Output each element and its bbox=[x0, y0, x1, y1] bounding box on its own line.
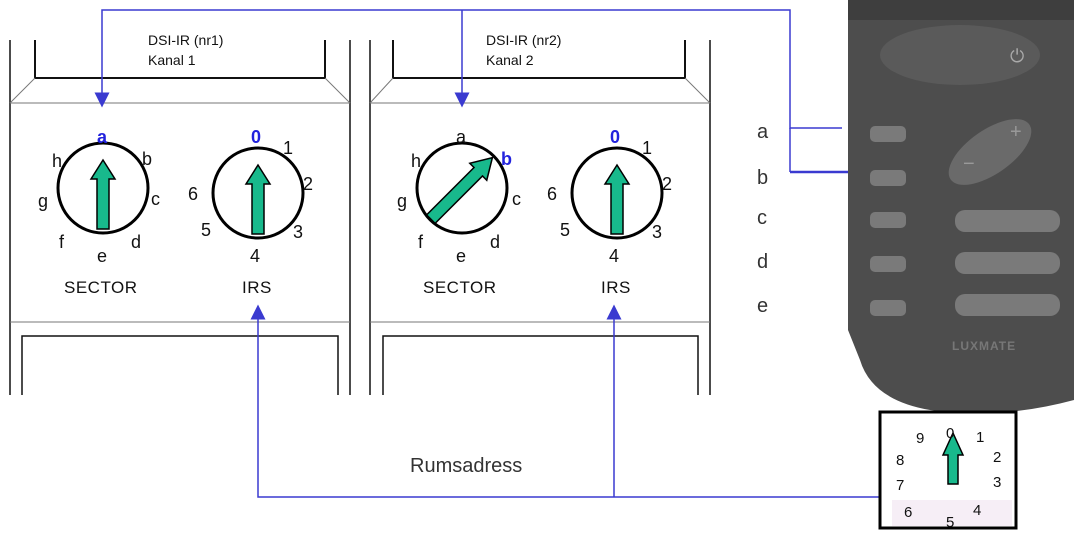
remote-scene-button-3[interactable] bbox=[955, 294, 1060, 316]
plus-icon: + bbox=[1010, 121, 1022, 143]
module-1-title: DSI-IR (nr1) bbox=[148, 32, 223, 48]
sector-dial-1: a b c d e f g h SECTOR bbox=[38, 127, 160, 297]
sector-1-label-e: e bbox=[97, 246, 107, 266]
sector-2-arrow bbox=[425, 156, 494, 225]
sector-2-label-g: g bbox=[397, 191, 407, 211]
room-digit-3: 3 bbox=[993, 474, 1001, 491]
sector-1-label-g: g bbox=[38, 191, 48, 211]
sector-1-label-b: b bbox=[142, 149, 152, 169]
irs-dial-2: 0 1 2 3 4 5 6 IRS bbox=[547, 127, 672, 297]
sector-2-caption: SECTOR bbox=[423, 278, 497, 297]
connector-lines bbox=[94, 9, 880, 498]
sector-2-label-e: e bbox=[456, 246, 466, 266]
sector-1-caption: SECTOR bbox=[64, 278, 138, 297]
room-digit-7: 7 bbox=[896, 477, 904, 494]
sector-2-label-h: h bbox=[411, 151, 421, 171]
remote-button-d[interactable] bbox=[870, 256, 906, 272]
letter-c: c bbox=[757, 207, 767, 229]
remote-scene-button-1[interactable] bbox=[955, 210, 1060, 232]
room-digit-4: 4 bbox=[973, 502, 981, 519]
power-icon: ⏻ bbox=[1010, 46, 1024, 66]
brand-logo: LUXMATE bbox=[952, 339, 1016, 353]
sector-1-label-c: c bbox=[151, 189, 160, 209]
irs-2-caption: IRS bbox=[601, 278, 631, 297]
irs-1-label-2: 2 bbox=[303, 174, 313, 194]
irs-1-label-5: 5 bbox=[201, 220, 211, 240]
irs-2-arrow bbox=[603, 163, 631, 235]
irs-1-label-4: 4 bbox=[250, 246, 260, 266]
irs-2-label-5: 5 bbox=[560, 220, 570, 240]
remote-scene-button-2[interactable] bbox=[955, 252, 1060, 274]
module-2-title: DSI-IR (nr2) bbox=[486, 32, 561, 48]
irs-2-label-0: 0 bbox=[610, 127, 620, 147]
power-button[interactable] bbox=[880, 25, 1040, 85]
dimmer-rocker[interactable] bbox=[938, 106, 1042, 197]
button-letters: a b c d e bbox=[757, 121, 769, 317]
room-digit-8: 8 bbox=[896, 452, 904, 469]
room-digit-5: 5 bbox=[946, 514, 954, 531]
room-digit-0: 0 bbox=[946, 425, 954, 442]
dsi-ir-module-2: DSI-IR (nr2) Kanal 2 a b c d e f g h SEC… bbox=[369, 32, 711, 395]
letter-b: b bbox=[757, 167, 768, 189]
irs-1-arrow bbox=[244, 163, 272, 235]
irs-2-label-2: 2 bbox=[662, 174, 672, 194]
sector-2-label-d: d bbox=[490, 232, 500, 252]
letter-a: a bbox=[757, 121, 769, 143]
room-address-arrow bbox=[941, 431, 965, 485]
sector-2-label-b: b bbox=[501, 149, 512, 169]
room-digit-2: 2 bbox=[993, 449, 1001, 466]
sector-1-label-h: h bbox=[52, 151, 62, 171]
remote-button-c[interactable] bbox=[870, 212, 906, 228]
module-2-channel: Kanal 2 bbox=[486, 52, 534, 68]
irs-2-label-6: 6 bbox=[547, 184, 557, 204]
sector-dial-2: a b c d e f g h SECTOR bbox=[397, 127, 521, 297]
room-digit-1: 1 bbox=[976, 429, 984, 446]
irs-dial-1: 0 1 2 3 4 5 6 IRS bbox=[188, 127, 313, 297]
irs-2-label-3: 3 bbox=[652, 222, 662, 242]
channel-line-a bbox=[94, 9, 842, 129]
sector-2-label-a: a bbox=[456, 127, 467, 147]
irs-2-label-4: 4 bbox=[609, 246, 619, 266]
dsi-ir-module-1: DSI-IR (nr1) Kanal 1 a b c d e f g h SEC… bbox=[9, 32, 351, 395]
minus-icon: − bbox=[963, 153, 975, 175]
irs-1-label-1: 1 bbox=[283, 138, 293, 158]
irs-2-label-1: 1 bbox=[642, 138, 652, 158]
room-address-label: Rumsadress bbox=[410, 455, 522, 477]
sector-2-label-c: c bbox=[512, 189, 521, 209]
room-address-line-1 bbox=[250, 304, 880, 498]
room-digit-6: 6 bbox=[904, 504, 912, 521]
remote-button-e[interactable] bbox=[870, 300, 906, 316]
sector-2-label-f: f bbox=[418, 232, 424, 252]
irs-1-label-3: 3 bbox=[293, 222, 303, 242]
irs-1-label-6: 6 bbox=[188, 184, 198, 204]
irs-1-caption: IRS bbox=[242, 278, 272, 297]
sector-1-label-a: a bbox=[97, 127, 108, 147]
letter-d: d bbox=[757, 251, 768, 273]
remote-button-a[interactable] bbox=[870, 126, 906, 142]
letter-e: e bbox=[757, 295, 768, 317]
irs-1-label-0: 0 bbox=[251, 127, 261, 147]
sector-1-arrow bbox=[89, 158, 117, 230]
module-1-channel: Kanal 1 bbox=[148, 52, 196, 68]
room-address-dial: 0 1 2 3 4 5 6 7 8 9 bbox=[878, 410, 1018, 531]
sector-1-label-f: f bbox=[59, 232, 65, 252]
remote-button-b[interactable] bbox=[870, 170, 906, 186]
sector-1-label-d: d bbox=[131, 232, 141, 252]
luxmate-remote: ⏻ + − LUXMATE bbox=[848, 0, 1074, 414]
room-digit-9: 9 bbox=[916, 430, 924, 447]
